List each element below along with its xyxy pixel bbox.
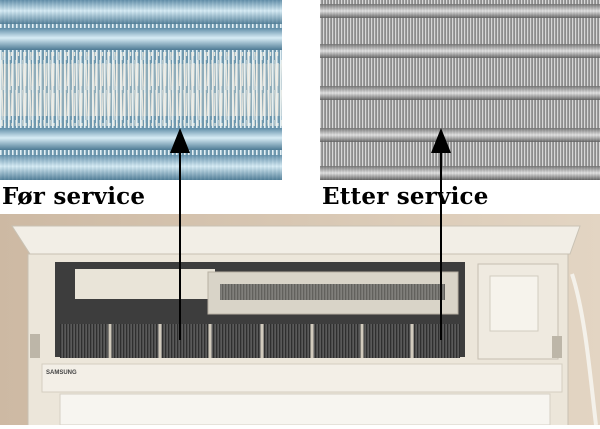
open-front-lid xyxy=(11,225,581,255)
air-louver xyxy=(59,393,551,426)
after-service-caption: Etter service xyxy=(322,183,489,210)
after-service-photo xyxy=(320,0,600,180)
before-service-photo xyxy=(0,0,282,180)
brand-label: SAMSUNG xyxy=(46,370,77,376)
power-cable xyxy=(570,273,598,426)
front-strip xyxy=(41,363,563,393)
air-conditioner-unit-photo: SAMSUNG xyxy=(0,214,600,427)
before-service-caption: Før service xyxy=(2,183,146,210)
filter-grille xyxy=(60,324,460,358)
